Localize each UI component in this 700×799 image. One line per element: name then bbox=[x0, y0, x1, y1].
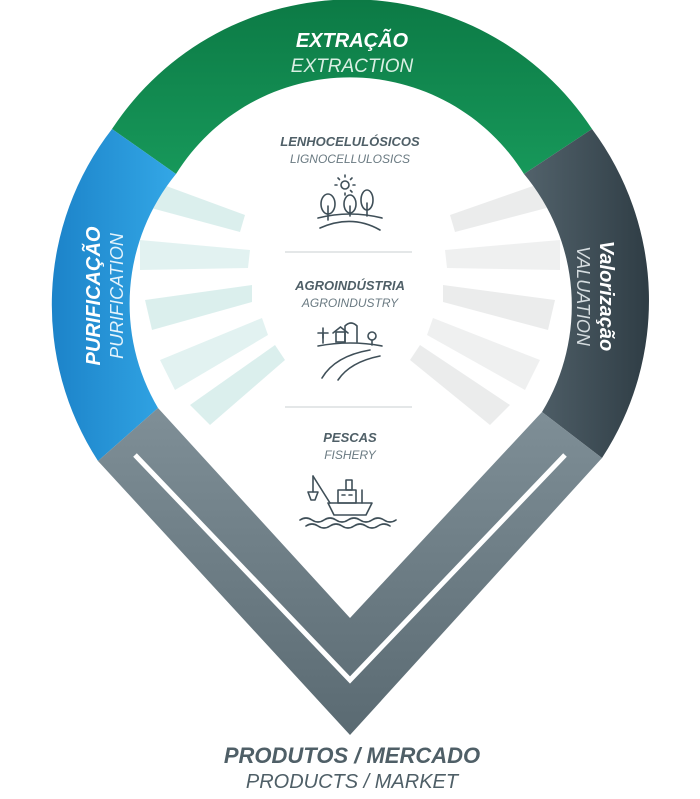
extraction-subtitle: EXTRACTION bbox=[291, 56, 414, 77]
valuation-arc bbox=[524, 129, 649, 458]
fishing-boat-icon bbox=[299, 475, 397, 529]
left-light-rays bbox=[140, 180, 285, 425]
source-subtitle-lignocellulosics: LIGNOCELLULOSICS bbox=[290, 152, 410, 166]
purification-title: PURIFICAÇÃO bbox=[82, 226, 105, 365]
source-subtitle-agroindustry: AGROINDUSTRY bbox=[301, 296, 399, 310]
forest-landscape-icon bbox=[317, 174, 383, 231]
extraction-arc bbox=[112, 0, 592, 174]
market-chevron bbox=[98, 408, 602, 735]
extraction-title: EXTRAÇÃO bbox=[296, 29, 409, 52]
purification-arc bbox=[51, 129, 176, 461]
market-chevron-highlight bbox=[133, 453, 567, 684]
source-title-fishery: PESCAS bbox=[323, 430, 377, 445]
source-title-lignocellulosics: LENHOCELULÓSICOS bbox=[280, 134, 420, 149]
farm-silo-icon bbox=[317, 322, 383, 381]
purification-subtitle: PURIFICATION bbox=[107, 232, 127, 359]
valuation-subtitle: VALUATION bbox=[573, 246, 593, 347]
market-subtitle: PRODUCTS / MARKET bbox=[246, 771, 460, 793]
market-title: PRODUTOS / MERCADO bbox=[224, 743, 480, 768]
source-subtitle-fishery: FISHERY bbox=[324, 448, 377, 462]
source-title-agroindustry: AGROINDÚSTRIA bbox=[294, 278, 405, 293]
right-light-rays bbox=[410, 180, 560, 425]
valuation-title: Valorização bbox=[595, 241, 617, 351]
